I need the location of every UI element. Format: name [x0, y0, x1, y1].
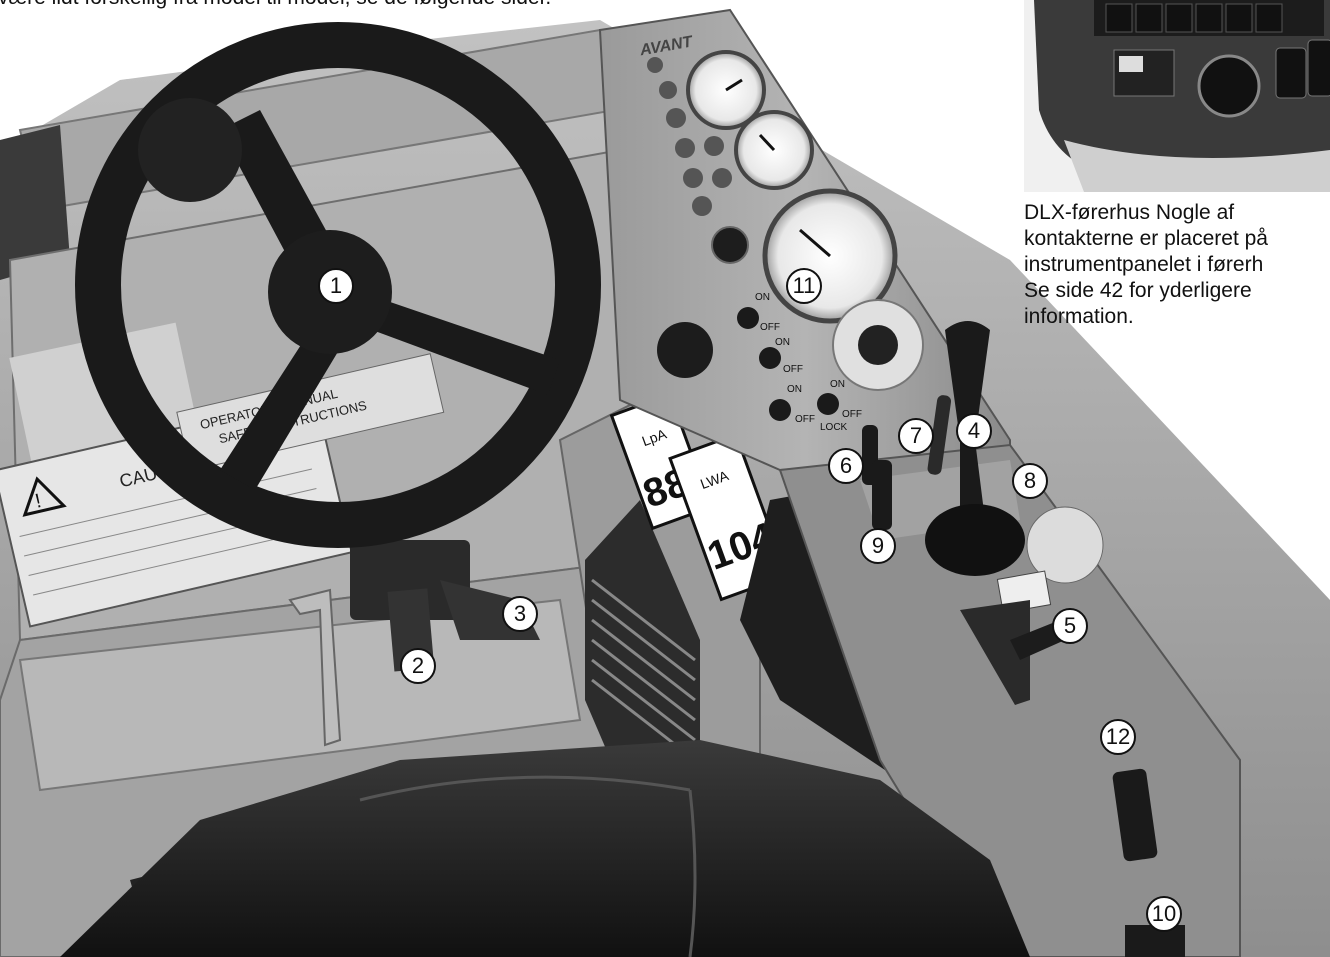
callout-1: 1 [318, 268, 354, 304]
lever-9 [872, 460, 892, 530]
svg-text:OFF: OFF [795, 414, 815, 425]
callout-11: 11 [786, 268, 822, 304]
svg-text:ON: ON [787, 384, 802, 395]
lever-5 [960, 600, 1030, 705]
svg-text:OFF: OFF [783, 364, 803, 375]
svg-text:!: ! [33, 490, 43, 513]
inset-caption: DLX-førerhus Nogle af kontakterne er pla… [1024, 200, 1330, 330]
caption-line: DLX-førerhus Nogle af [1024, 201, 1235, 224]
callout-10: 10 [1146, 896, 1182, 932]
floor-handle [288, 588, 342, 747]
inset-rotary-knob [1197, 54, 1261, 118]
caption-line: Se side 42 for yderligere [1024, 279, 1252, 302]
svg-text:OFF: OFF [760, 322, 780, 333]
caption-line: kontakterne er placeret på [1024, 227, 1268, 250]
steering-wheel [75, 22, 601, 548]
caption-line: information. [1024, 305, 1134, 328]
lever-7 [927, 395, 952, 475]
svg-text:ON: ON [830, 379, 845, 390]
toggle-switches [737, 307, 839, 421]
svg-text:ON: ON [755, 292, 770, 303]
joystick-boot [925, 504, 1025, 576]
svg-text:OFF: OFF [842, 409, 862, 420]
callout-9: 9 [860, 528, 896, 564]
indicator-lights [647, 57, 732, 216]
callout-3: 3 [502, 596, 538, 632]
callout-12: 12 [1100, 719, 1136, 755]
callout-2: 2 [400, 648, 436, 684]
horn-button [711, 226, 749, 264]
callout-7: 7 [898, 418, 934, 454]
caption-line: instrumentpanelet i førerh [1024, 253, 1264, 276]
intro-text: være lidt forskellig fra model til model… [0, 0, 551, 10]
dlx-cab-inset-photo [1024, 0, 1330, 192]
switch-12 [1112, 768, 1158, 862]
svg-text:LOCK: LOCK [820, 422, 848, 433]
callout-4: 4 [956, 413, 992, 449]
operator-seat [60, 740, 1030, 957]
callout-6: 6 [828, 448, 864, 484]
callout-8: 8 [1012, 463, 1048, 499]
pedal-assembly [350, 540, 470, 620]
svg-text:ON: ON [775, 337, 790, 348]
callout-5: 5 [1052, 608, 1088, 644]
item-10 [1125, 925, 1185, 957]
